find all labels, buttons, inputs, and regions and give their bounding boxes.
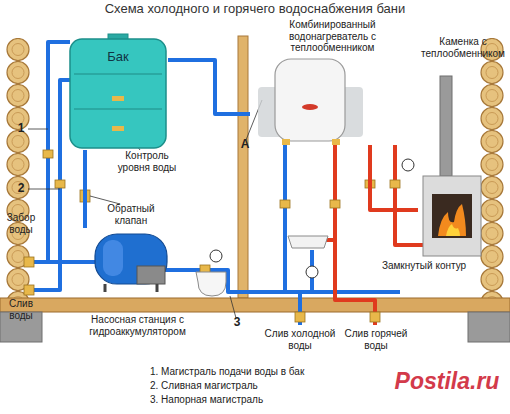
pressure-gauge: [402, 159, 414, 171]
leader-line: [90, 196, 120, 204]
fittings: [24, 150, 400, 322]
log-wall: [474, 38, 510, 298]
water-tank: Бак: [68, 34, 168, 150]
callout-number: А: [238, 138, 252, 152]
fitting: [330, 200, 340, 208]
annotation: Замкнутый контур: [378, 260, 470, 272]
annotation: 1. Магистраль подачи воды в бак: [150, 366, 380, 378]
fitting: [55, 180, 65, 188]
cold-riser: [283, 141, 287, 292]
annotation: Postila.ru: [386, 368, 508, 394]
log-wall: [0, 38, 36, 298]
callout-number: 3: [230, 316, 244, 330]
fitting: [280, 200, 290, 208]
pressure-gauge: [306, 266, 318, 278]
tap: [370, 312, 380, 322]
pipe-connector: [168, 60, 250, 114]
hot-pipe: [335, 141, 375, 325]
node-label: Комбинированный водонагреватель с теплоо…: [250, 19, 415, 54]
node-label: Каменка с теплообменником: [418, 36, 508, 59]
annotation: Контроль уровня воды: [112, 150, 182, 173]
annotation: Обратный клапан: [98, 203, 164, 226]
return-pipe: [395, 145, 423, 245]
callout-number: 1: [14, 122, 28, 136]
fitting: [390, 180, 400, 188]
sink: [288, 236, 328, 248]
pipe-connector: [370, 145, 418, 210]
floor-beam: [0, 298, 510, 312]
tap: [24, 285, 34, 295]
tap: [24, 257, 34, 267]
node-label: Насосная станция с гидроаккумулятором: [75, 314, 200, 337]
leader-line: [28, 129, 48, 130]
annotation: Слив холодной воды: [264, 328, 336, 351]
wall-post: [238, 36, 248, 298]
toilet: [196, 272, 226, 296]
node-label: Бак: [98, 50, 138, 65]
diagram-title: Схема холодного и горячего водоснабжения…: [0, 2, 510, 17]
leader-line: [28, 189, 60, 190]
fitting: [43, 150, 53, 158]
annotation: 3. Напорная магистраль: [150, 394, 380, 406]
sauna-stove: Каменка с теплообменником: [418, 36, 508, 260]
stove-shape: [418, 36, 508, 260]
pipe-connector: [83, 150, 87, 228]
callout-number: 2: [14, 182, 28, 196]
annotation: 2. Сливная магистраль: [150, 380, 380, 392]
check-valve: [80, 190, 90, 202]
tap: [295, 312, 305, 322]
pump-station: Насосная станция с гидроаккумулятором: [75, 228, 200, 346]
annotation: Забор воды: [1, 212, 41, 235]
foundation: [468, 312, 510, 342]
leader-line: [230, 296, 236, 318]
fitting: [365, 180, 375, 188]
drain-pipe: [30, 80, 70, 290]
pressure-gauge: [210, 250, 222, 262]
intake-pipe: [30, 260, 95, 264]
annotation: Слив горячей воды: [340, 328, 412, 351]
annotation: Слив воды: [1, 298, 41, 321]
water-heater: Комбинированный водонагреватель с теплоо…: [250, 19, 415, 145]
hot-pipes: [322, 141, 423, 325]
